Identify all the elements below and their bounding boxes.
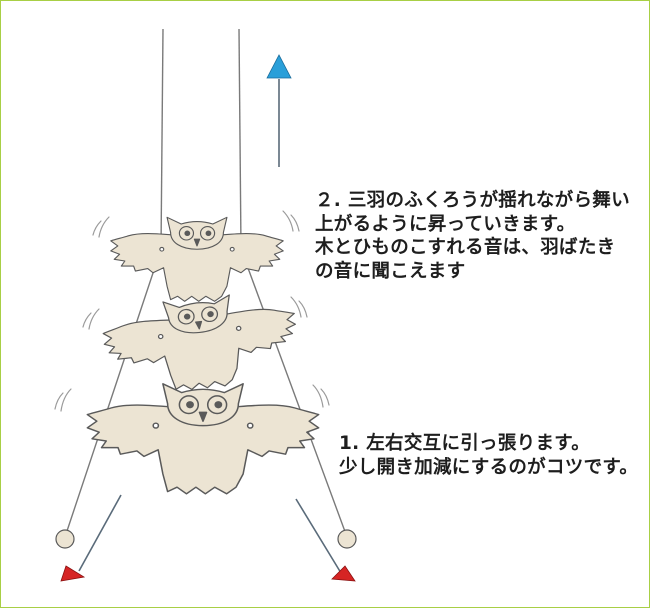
pull-beads xyxy=(55,529,357,549)
blue-up-arrow-icon xyxy=(266,54,292,167)
guide-strings xyxy=(64,28,348,538)
step-2-line-4: の音に聞こえます xyxy=(315,260,466,282)
red-down-right-arrow-icon xyxy=(295,498,356,582)
owl-icon-bottom xyxy=(86,383,320,495)
step-1-caption: 1. 左右交互に引っ張ります。 少し開き加減にするのがコツです。 xyxy=(339,432,638,479)
owl-icon-middle xyxy=(99,287,302,399)
step-2-caption: ２. 三羽のふくろうが揺れながら舞い 上がるように昇っていきます。 木とひものこ… xyxy=(315,189,630,283)
string-left-lower xyxy=(64,248,162,538)
string-left-upper xyxy=(160,28,164,250)
motion-marks xyxy=(54,210,330,412)
pull-bead-left xyxy=(55,529,75,549)
step-2-line-2: 上がるように昇っていきます。 xyxy=(315,213,576,235)
step-2-line-1: ２. 三羽のふくろうが揺れながら舞い xyxy=(315,190,630,211)
step-1-line-2: 少し開き加減にするのがコツです。 xyxy=(339,456,639,478)
owl-icon-top xyxy=(110,216,284,302)
step-1-line-1: 1. 左右交互に引っ張ります。 xyxy=(339,433,590,454)
pull-bead-right xyxy=(337,529,357,549)
step-2-line-3: 木とひものこすれる音は、羽ばたき xyxy=(315,237,616,258)
red-down-left-arrow-icon xyxy=(60,494,122,582)
string-right-lower xyxy=(240,248,348,538)
string-right-upper xyxy=(238,28,242,250)
